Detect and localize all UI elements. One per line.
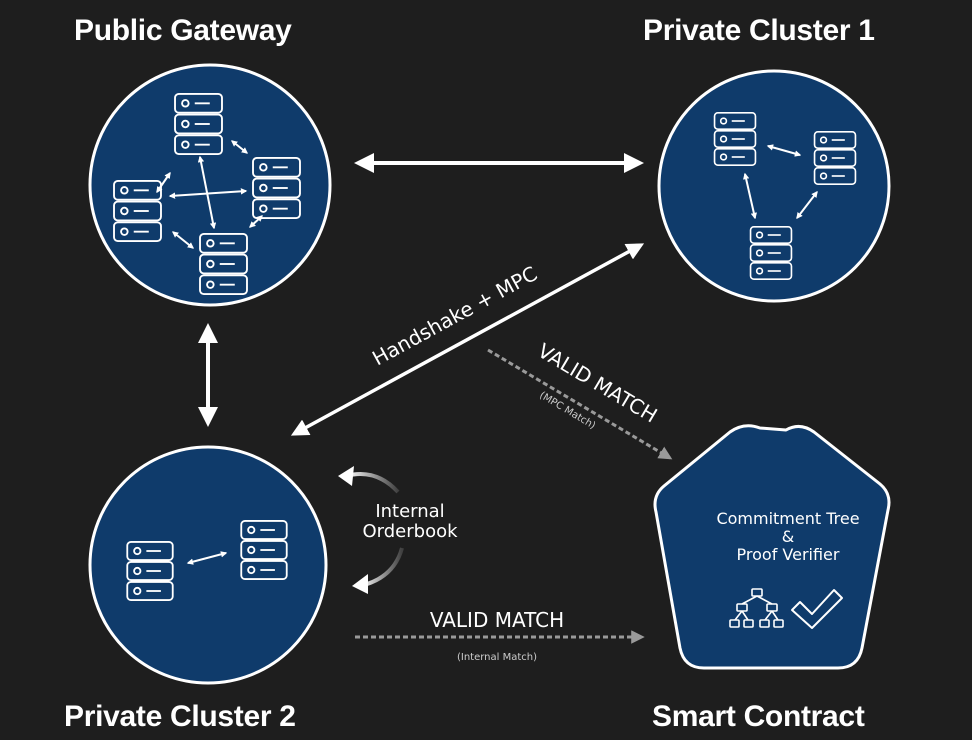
loop-arrowhead-bottom-icon [352, 574, 368, 594]
private-cluster-1-circle [657, 69, 891, 303]
link-arrow-icon [231, 140, 248, 154]
link-arrow-icon [743, 172, 757, 220]
private-cluster-2-node [88, 445, 328, 685]
loop-arrowhead-top-icon [338, 466, 354, 486]
checkmark-icon [791, 589, 843, 629]
link-arrow-icon [796, 190, 818, 220]
internal-orderbook-loop: Internal Orderbook [338, 466, 458, 594]
link-arrow-icon [766, 144, 802, 157]
smart-contract-line3: Proof Verifier [737, 545, 840, 564]
valid-match-mpc-label: VALID MATCH [534, 338, 662, 427]
private-cluster-2-title: Private Cluster 2 [64, 700, 296, 733]
valid-match-internal-sublabel: (Internal Match) [457, 652, 537, 663]
internal-link-arrows [156, 140, 263, 249]
smart-contract-line1: Commitment Tree [716, 509, 859, 528]
handshake-mpc-label: Handshake + MPC [368, 261, 541, 370]
private-cluster-1-title: Private Cluster 1 [643, 14, 875, 47]
private-cluster-1-node [657, 69, 891, 303]
public-gateway-title: Public Gateway [74, 14, 292, 47]
public-gateway-node [88, 63, 332, 307]
valid-match-internal-label: VALID MATCH [430, 608, 564, 632]
smart-contract-line2: & [782, 527, 794, 546]
public-gateway-circle [88, 63, 332, 307]
tree-hierarchy-icon [729, 588, 784, 628]
smart-contract-title: Smart Contract [652, 700, 865, 733]
internal-orderbook-line1: Internal [375, 501, 444, 522]
handshake-mpc-arrow [290, 243, 645, 436]
loop-arrow-top-icon [345, 472, 400, 494]
smart-contract-pentagon [653, 424, 891, 670]
private-cluster-2-circle [88, 445, 328, 685]
link-arrow-icon [186, 551, 228, 565]
internal-orderbook-line2: Orderbook [362, 521, 458, 542]
link-arrow-icon [168, 188, 248, 199]
link-arrow-icon [249, 215, 263, 228]
valid-match-mpc-arrow [487, 348, 673, 460]
smart-contract-node: Commitment Tree & Proof Verifier [653, 424, 891, 670]
link-arrow-icon [156, 171, 171, 194]
link-arrow-icon [172, 231, 194, 249]
